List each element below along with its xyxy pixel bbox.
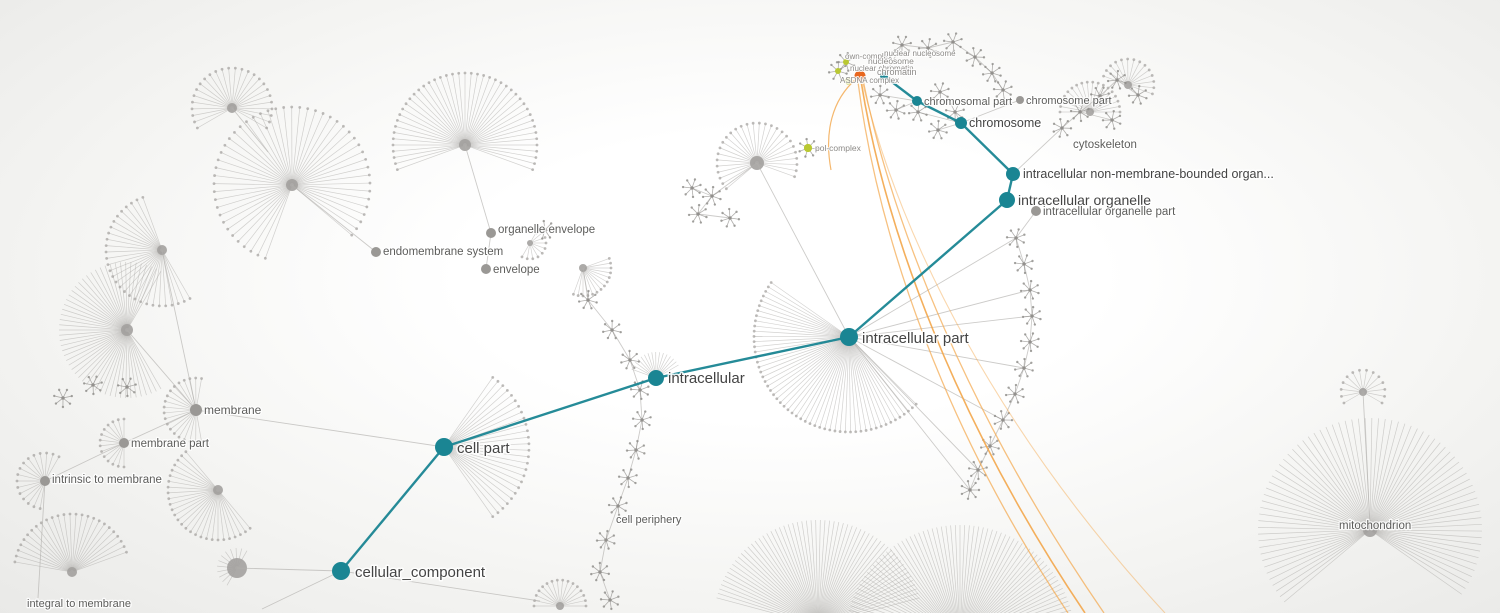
pol-complex-label[interactable]: pol-complex xyxy=(814,142,863,154)
intracellular-node[interactable] xyxy=(648,370,664,386)
membrane-node[interactable] xyxy=(190,404,202,416)
nucleosome-hub-node[interactable] xyxy=(880,72,888,80)
cell-part-node[interactable] xyxy=(435,438,453,456)
nucleosome-label[interactable]: nucleosome xyxy=(867,55,915,67)
envelope-node[interactable] xyxy=(481,264,491,274)
membrane-part-node[interactable] xyxy=(119,438,129,448)
pol-complex-node[interactable] xyxy=(804,144,812,152)
mitochondrion-label[interactable]: mitochondrion xyxy=(1338,519,1413,534)
nuclear-chromatin-label[interactable]: nuclear chromatin xyxy=(849,63,915,74)
intracellular-organelle-node[interactable] xyxy=(999,192,1015,208)
integral-to-membrane-label[interactable]: integral to membrane xyxy=(26,597,132,612)
membrane-label[interactable]: membrane xyxy=(203,402,263,419)
intracellular-label[interactable]: intracellular xyxy=(667,369,747,389)
cell-part-label[interactable]: cell part xyxy=(456,439,512,459)
intracellular-part-node[interactable] xyxy=(840,328,858,346)
intracellular-part-label[interactable]: intracellular part xyxy=(861,329,972,349)
chromatin-label[interactable]: chromatin xyxy=(876,66,918,78)
cluster-hub xyxy=(213,485,223,495)
chromosome-node[interactable] xyxy=(955,117,967,129)
envelope-label[interactable]: envelope xyxy=(492,263,541,278)
cytoskeleton-label[interactable]: cytoskeleton xyxy=(1072,138,1138,153)
intrinsic-to-membrane-node[interactable] xyxy=(40,476,50,486)
intracellular-organelle-part-node[interactable] xyxy=(1031,206,1041,216)
organelle-envelope-label[interactable]: organelle envelope xyxy=(497,223,597,238)
membrane-part-label[interactable]: membrane part xyxy=(130,437,211,452)
chromosome-label[interactable]: chromosome xyxy=(968,115,1043,132)
chromosomal-part-label[interactable]: chromosomal part xyxy=(923,95,1014,110)
collapsed-node-clusters xyxy=(53,32,1148,611)
own-complex-label[interactable]: own-complex xyxy=(844,51,893,62)
intracellular-non-membrane-bounded-organelle-node[interactable] xyxy=(1006,167,1020,181)
endomembrane-system-node[interactable] xyxy=(371,247,381,257)
dna-complex-node[interactable] xyxy=(854,70,866,82)
asdna-complex-label[interactable]: ASDNA complex xyxy=(839,75,900,86)
chromosome-part-node[interactable] xyxy=(1016,96,1024,104)
highlight-orange-edges xyxy=(828,78,1166,613)
organelle-envelope-node[interactable] xyxy=(486,228,496,238)
nuclear-nucleosome-label[interactable]: nuclear nucleosome xyxy=(883,48,957,59)
intracellular-organelle-part-label[interactable]: intracellular organelle part xyxy=(1042,205,1178,220)
cluster-hub xyxy=(1363,523,1377,537)
intracellular-organelle-label[interactable]: intracellular organelle xyxy=(1017,191,1153,210)
complex-node[interactable] xyxy=(844,77,852,85)
intracellular-non-membrane-bounded-organelle-label[interactable]: intracellular non-membrane-bounded organ… xyxy=(1022,166,1276,183)
complex-node[interactable] xyxy=(835,68,841,74)
intrinsic-to-membrane-label[interactable]: intrinsic to membrane xyxy=(51,473,163,488)
cell-periphery-label[interactable]: cell periphery xyxy=(615,513,683,528)
cluster-hub xyxy=(556,602,564,610)
highlight-path-edges xyxy=(340,75,1015,572)
cellular-component-node[interactable] xyxy=(332,562,350,580)
cellular-component-label[interactable]: cellular_component xyxy=(354,563,488,583)
chromosomal-part-node[interactable] xyxy=(912,96,922,106)
endomembrane-system-label[interactable]: endomembrane system xyxy=(382,245,505,260)
cluster-hub xyxy=(527,240,533,246)
fan-clusters xyxy=(13,57,1482,613)
complex-node[interactable] xyxy=(843,59,849,65)
chromosome-part-label[interactable]: chromosome part xyxy=(1025,94,1113,109)
graph-edges xyxy=(37,41,1371,610)
cluster-hub xyxy=(67,567,77,577)
